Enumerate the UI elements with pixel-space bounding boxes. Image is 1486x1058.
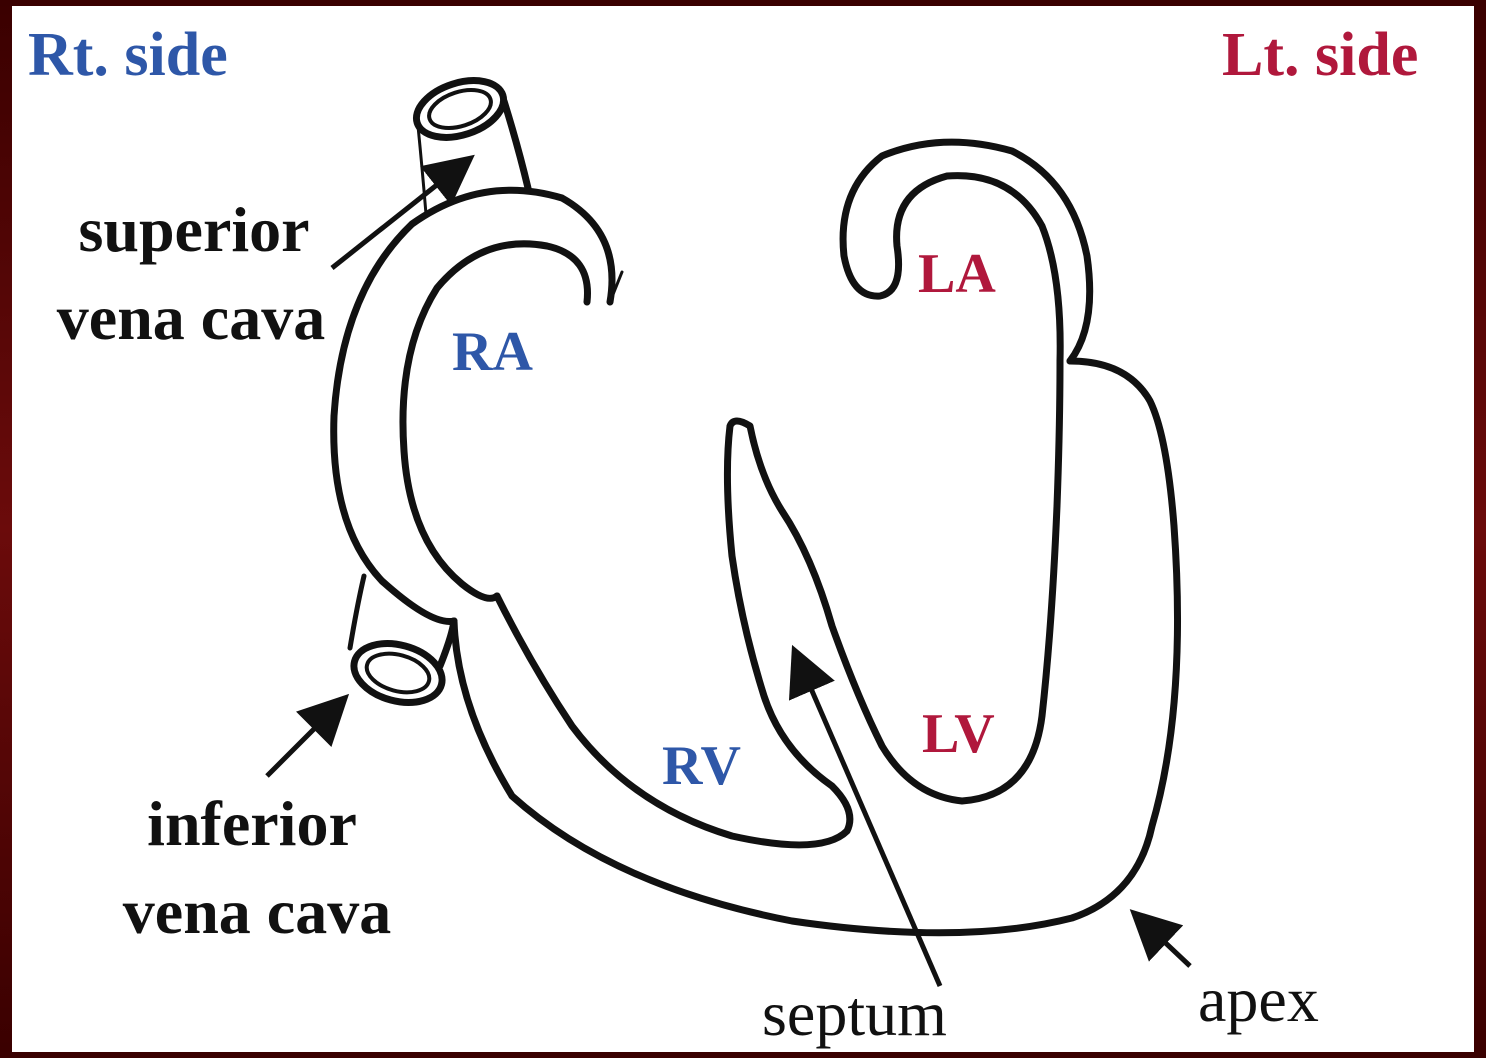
right-ventricle-inner-wall: [497, 361, 1060, 845]
rv-label: RV: [662, 738, 741, 794]
superior-vena-cava-label-line1: superior: [54, 198, 334, 262]
lv-label: LV: [922, 706, 995, 762]
septum-label: septum: [762, 982, 947, 1046]
superior-vena-cava-label-line2: vena cava: [26, 286, 356, 350]
inferior-vena-cava-label-line2: vena cava: [92, 880, 422, 944]
ra-label: RA: [452, 324, 533, 380]
septum-arrow: [796, 654, 940, 986]
superior-vena-cava-arrow: [332, 161, 467, 268]
right-atrium-inner-wall: [403, 244, 588, 598]
apex-label: apex: [1198, 968, 1319, 1032]
la-label: LA: [918, 246, 996, 302]
inferior-vena-cava-label-line1: inferior: [112, 792, 392, 856]
inferior-vena-cava-arrow: [267, 701, 342, 776]
diagram-canvas: Rt. side Lt. side RA LA RV LV superior v…: [12, 6, 1474, 1052]
left-side-title: Lt. side: [1222, 24, 1418, 86]
apex-arrow: [1137, 916, 1190, 966]
right-side-title: Rt. side: [28, 24, 228, 86]
